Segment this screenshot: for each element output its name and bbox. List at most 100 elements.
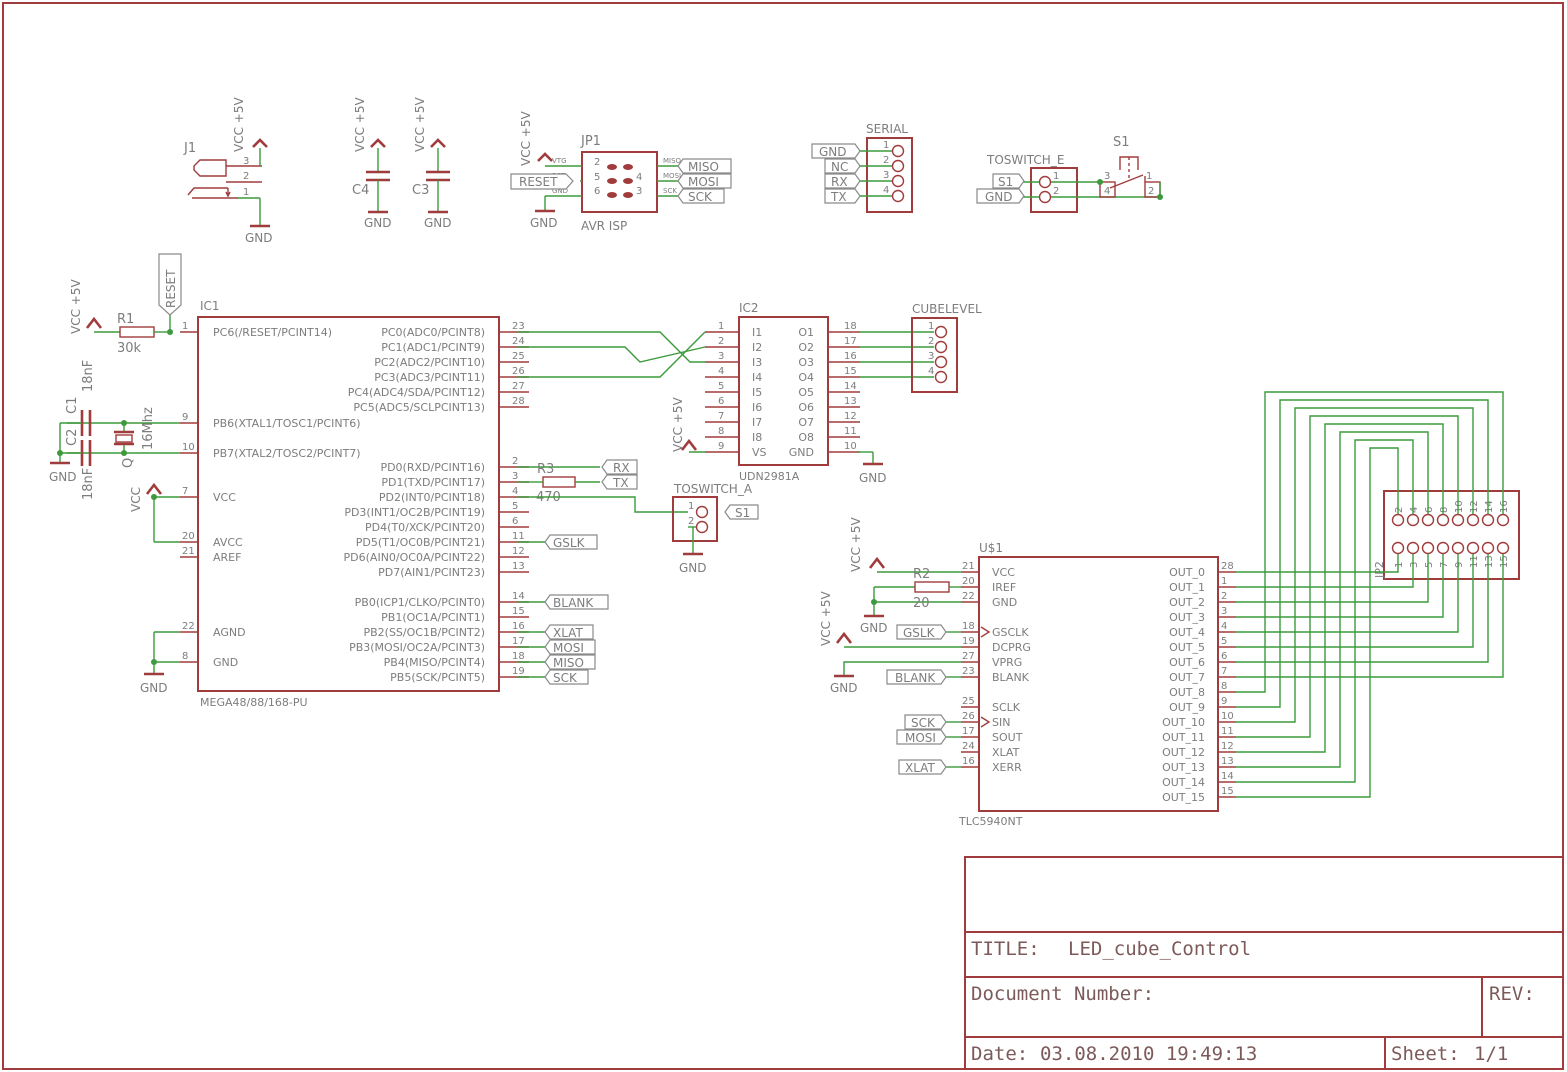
- s1-switch: S1 3 4 1 2: [1097, 135, 1163, 200]
- crystal-gnd-label: GND: [49, 470, 77, 484]
- u1-pin-2-number: 2: [1221, 591, 1227, 602]
- ic1-pin-15-name: PB1(OC1A/PCINT1): [381, 611, 485, 624]
- ic2-pin-12-name: O7: [798, 416, 814, 429]
- u1-pin-18-name: GSCLK: [992, 626, 1029, 639]
- u1-pin-28-number: 28: [1221, 561, 1234, 572]
- ic1-pin-26-name: PC3(ADC3/PCINT11): [374, 371, 485, 384]
- title-value: LED_cube_Control: [1068, 938, 1251, 960]
- u1-pin-9-number: 9: [1221, 696, 1227, 707]
- u1-pin-5-number: 5: [1221, 636, 1227, 647]
- ic2-pin-10-name: GND: [789, 446, 814, 459]
- title-block: TITLE: LED_cube_Control Document Number:…: [964, 856, 1564, 1070]
- u1-pin-2-name: OUT_2: [1169, 596, 1205, 609]
- ic1-pin-3-number: 3: [512, 471, 518, 482]
- ic2-pin-13-name: O6: [798, 401, 814, 414]
- ic2-pin-13-number: 13: [844, 396, 857, 407]
- isp-pin-sck: SCK: [663, 187, 677, 195]
- ic2-pin-14-number: 14: [844, 381, 857, 392]
- ic1-pin-28-number: 28: [512, 396, 525, 407]
- u1-pin-21-number: 21: [962, 561, 975, 572]
- serial-label: SERIAL: [866, 122, 908, 136]
- u1-to-jp2-wires: [1236, 391, 1504, 798]
- serial-pin3: 3: [883, 170, 889, 181]
- serial-pin1: 1: [883, 140, 889, 151]
- ic1-pin-11-name: PD5(T1/OC0B/PCINT21): [356, 536, 485, 549]
- u1-pin-7-number: 7: [1221, 666, 1227, 677]
- ic1-pin-20-name: AVCC: [213, 536, 243, 549]
- j1-gnd-label: GND: [245, 231, 273, 245]
- c3-capacitor: C3 VCC +5V GND: [412, 97, 452, 230]
- ic1-pin-22-name: AGND: [213, 626, 246, 639]
- isp-miso-label: MISO: [688, 160, 719, 174]
- ic1-pin-23-number: 23: [512, 321, 525, 332]
- toswitch-a-header: TOSWITCH_A 1 2 GND S1: [672, 482, 759, 575]
- out-wire-2: [1236, 554, 1429, 603]
- ic1-pin-6-name: PD4(T0/XCK/PCINT20): [365, 521, 485, 534]
- cubelevel-pin3: 3: [928, 351, 934, 362]
- ic2-pin-5-number: 5: [718, 381, 724, 392]
- c4-label: C4: [352, 183, 369, 198]
- jp2-top-pin-2: 2: [1394, 507, 1405, 513]
- ic2-pin-11-number: 11: [844, 426, 857, 437]
- c4-gnd-label: GND: [364, 216, 392, 230]
- jp1-pin3: 3: [636, 186, 642, 197]
- date-value: 03.08.2010 19:49:13: [1040, 1043, 1257, 1065]
- ic2-pin-5-name: I5: [752, 386, 762, 399]
- u1-pin-26-name: SIN: [992, 716, 1010, 729]
- ic1-pin-21-name: AREF: [213, 551, 241, 564]
- toswitch-a-gnd-label: GND: [679, 561, 707, 575]
- u1-pin-10-name: OUT_10: [1162, 716, 1205, 729]
- u1-pin-11-name: OUT_11: [1162, 731, 1205, 744]
- u1-pin-23-number: 23: [962, 666, 975, 677]
- jp1-pin4: 4: [636, 172, 642, 183]
- c1-value: 18nF: [81, 360, 96, 392]
- ic2-pin-11-name: O8: [798, 431, 814, 444]
- c1-label: C1: [65, 397, 80, 414]
- serial-gnd-label: GND: [819, 145, 847, 159]
- c2-value: 18nF: [81, 468, 96, 500]
- isp-pin-mosi: MOSI: [663, 172, 681, 180]
- ic1-miso-label: MISO: [553, 656, 584, 670]
- u1-pin-20-name: IREF: [992, 581, 1016, 594]
- u1-pin-14-name: OUT_14: [1162, 776, 1205, 789]
- sheet-label: Sheet:: [1391, 1043, 1460, 1065]
- ic1-pin-13-number: 13: [512, 561, 525, 572]
- jp2-label: JP2: [1373, 561, 1386, 579]
- ic1-pin-9-number: 9: [182, 412, 188, 423]
- ic1-pin-18-name: PB4(MISO/PCINT4): [384, 656, 485, 669]
- u1-pin-25-number: 25: [962, 696, 975, 707]
- isp-reset-label: RESET: [519, 175, 558, 189]
- ic1-pin-4-number: 4: [512, 486, 518, 497]
- jp2-top-pin-12: 12: [1469, 500, 1480, 513]
- ic1-pin-1-number: 1: [182, 321, 188, 332]
- isp-sck-label: SCK: [688, 190, 713, 204]
- u1-pin-12-name: OUT_12: [1162, 746, 1205, 759]
- jp1-vcc-label: VCC +5V: [519, 111, 533, 166]
- u1-pin-16-number: 16: [962, 756, 975, 767]
- serial-rx-label: RX: [831, 175, 848, 189]
- ic1-pin-11-number: 11: [512, 531, 525, 542]
- c3-label: C3: [412, 183, 429, 198]
- u1-pin-17-name: SOUT: [992, 731, 1023, 744]
- jp2-bottom-pin-5: 5: [1424, 562, 1435, 568]
- r1-label: R1: [117, 312, 134, 327]
- toswitch-e-label: TOSWITCH_E: [986, 153, 1064, 167]
- out-wire-9: [1236, 399, 1489, 708]
- ic1-pin-10-number: 10: [182, 442, 195, 453]
- rev-label: REV:: [1489, 983, 1535, 1005]
- ic2-pin-4-number: 4: [718, 366, 724, 377]
- ic1-pin-24-number: 24: [512, 336, 525, 347]
- j1-power-jack: J1 3 2 1 VCC +5V GND: [183, 97, 273, 245]
- ic1-pin-19-name: PB5(SCK/PCINT5): [390, 671, 485, 684]
- ic2-pin-4-name: I4: [752, 371, 762, 384]
- s1-label: S1: [1113, 135, 1130, 150]
- ic1-pin-17-name: PB3(MOSI/OC2A/PCINT3): [349, 641, 485, 654]
- jp1-pin2: 2: [594, 157, 600, 168]
- ic1-pin-14-number: 14: [512, 591, 525, 602]
- ic2-pin-6-number: 6: [718, 396, 724, 407]
- ic2-pin-16-name: O3: [798, 356, 814, 369]
- out-wire-6: [1236, 554, 1489, 663]
- u1-blank-label: BLANK: [895, 671, 936, 685]
